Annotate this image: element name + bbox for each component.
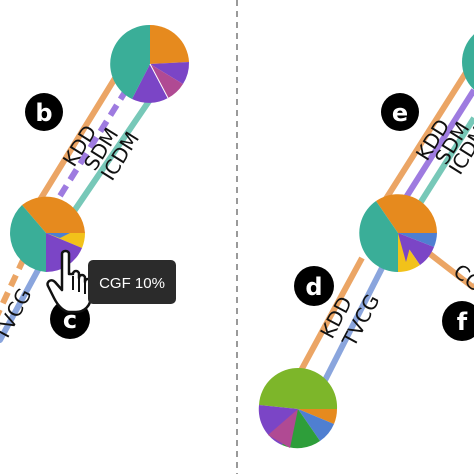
pie-node-top-right[interactable] — [462, 24, 474, 100]
svg-text:f: f — [457, 308, 468, 336]
pie-node-top-left[interactable] — [110, 24, 190, 103]
svg-text:d: d — [305, 273, 322, 301]
link-tvcg-bottom-right[interactable] — [312, 266, 385, 402]
link-cg-right[interactable] — [428, 251, 474, 291]
badge-b: b — [25, 93, 63, 131]
link-label-cg: CG — [449, 259, 474, 296]
link-kdd-left[interactable] — [32, 59, 128, 211]
badge-e: e — [381, 93, 419, 131]
link-tvcg-left[interactable] — [0, 267, 41, 343]
tooltip-text: CGF 10% — [99, 275, 165, 292]
svg-text:b: b — [35, 99, 52, 127]
left-panel: KDD SDM ICDM TVCG b c — [0, 24, 190, 345]
link-icdm-right[interactable] — [409, 116, 474, 218]
badge-f: f — [442, 301, 474, 341]
link-sdm-right[interactable] — [395, 88, 474, 212]
pie-node-middle-right[interactable] — [359, 194, 437, 272]
badge-d: d — [294, 266, 334, 306]
link-kdd-right[interactable] — [379, 58, 474, 207]
tooltip: CGF 10% — [88, 260, 176, 304]
right-panel: KDD SDM ICDM KDD TVCG CG — [258, 24, 474, 449]
link-icdm-left[interactable] — [65, 79, 165, 223]
svg-text:e: e — [392, 99, 408, 127]
pie-node-middle-left[interactable] — [10, 196, 85, 272]
pie-node-bottom-right[interactable] — [258, 367, 338, 449]
link-dashed-bottom-left[interactable] — [0, 256, 27, 320]
